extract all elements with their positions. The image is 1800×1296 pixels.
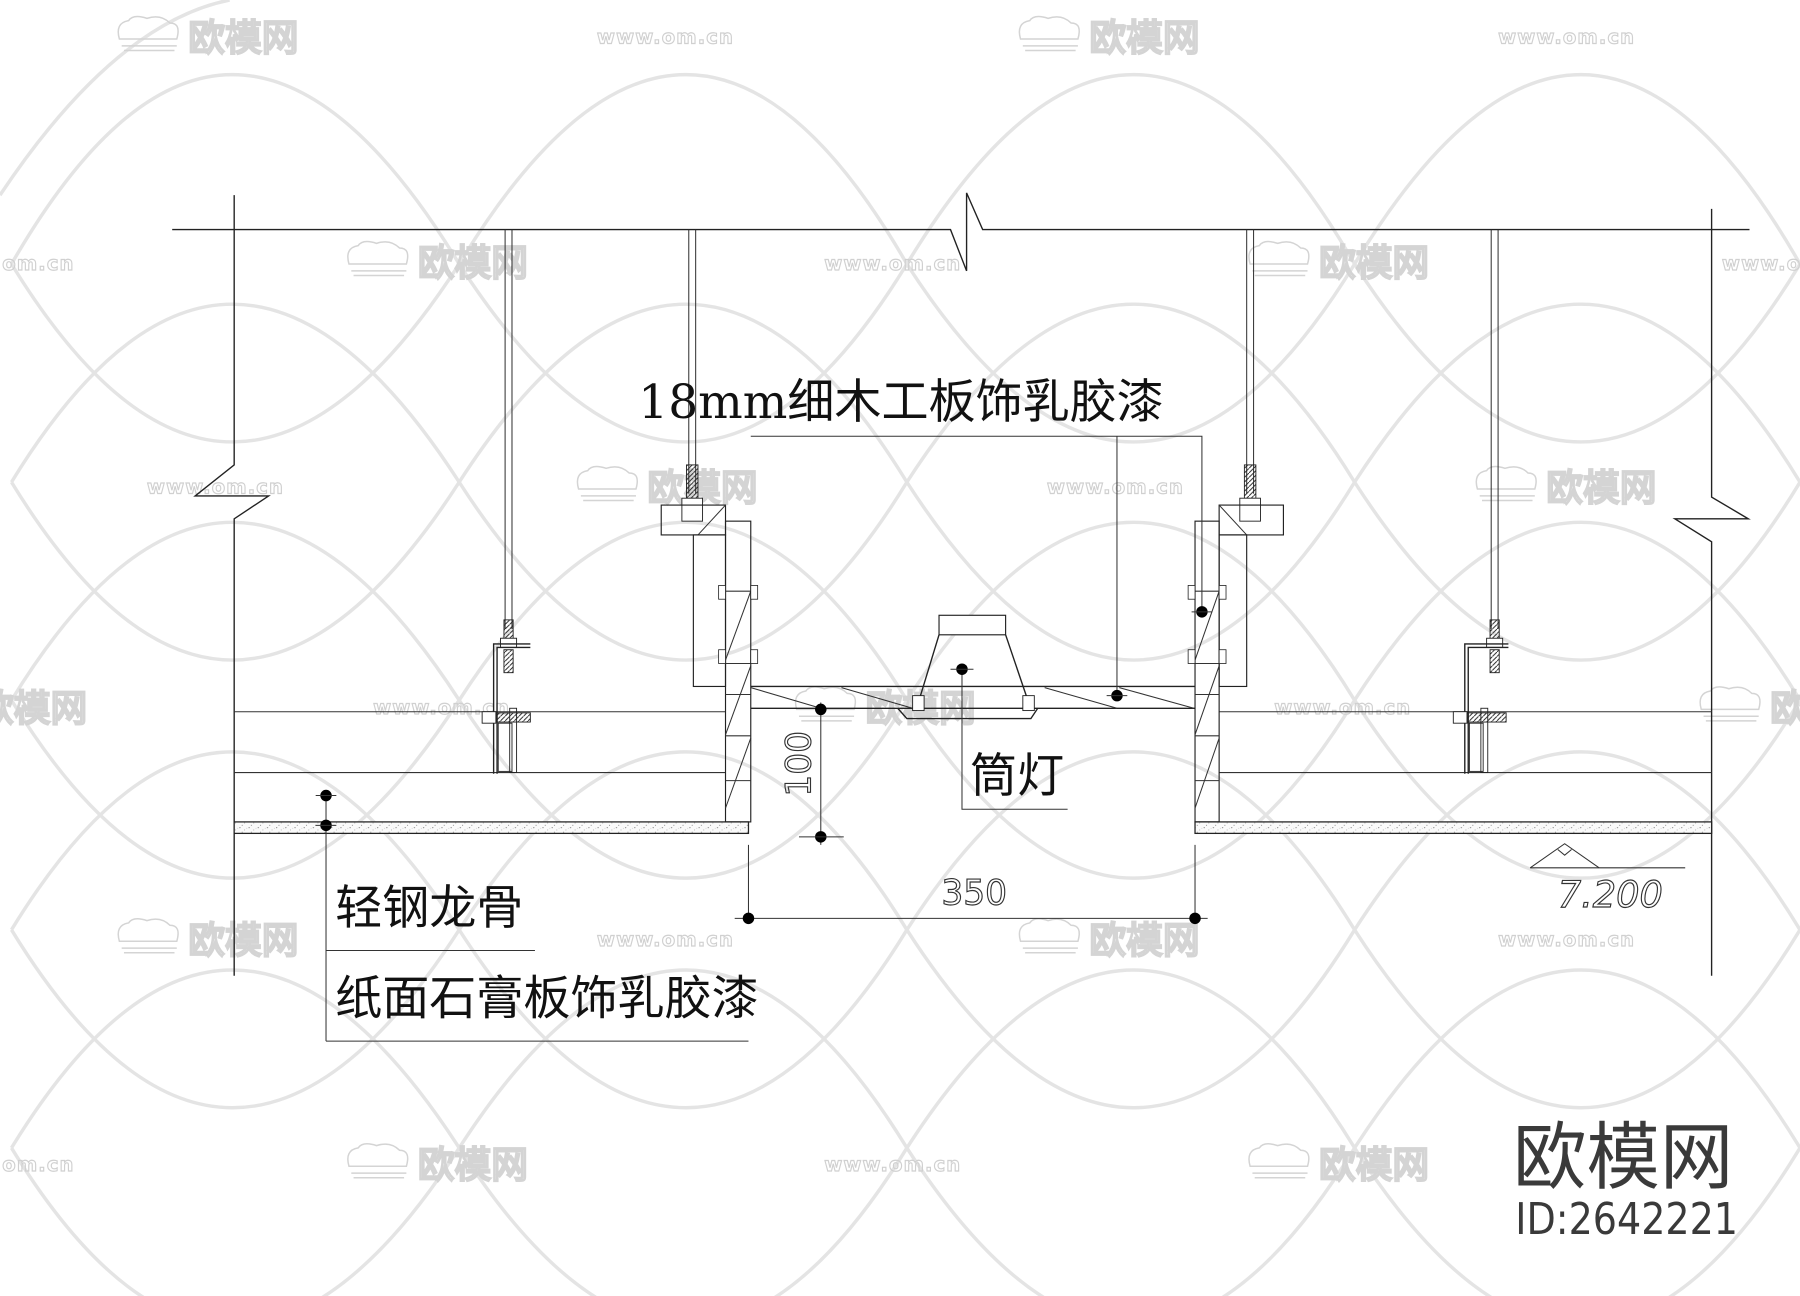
watermark-logos: 欧模网 www.om.cn 欧模网 www.om.cn om.cn 欧模网 ww… xyxy=(0,16,1800,1188)
svg-text:欧模网: 欧模网 xyxy=(1319,1144,1429,1187)
svg-text:欧模网: 欧模网 xyxy=(1319,242,1429,285)
svg-text:欧模网: 欧模网 xyxy=(1089,919,1199,962)
gypsum-material-label: 纸面石膏板饰乳胶漆 xyxy=(335,972,758,1027)
watermark-url: www.om.cn xyxy=(1047,476,1184,499)
dimension-depth-value: 100 xyxy=(779,731,819,797)
svg-text:欧模网: 欧模网 xyxy=(1089,17,1199,60)
watermark-url: www.om.cn xyxy=(1498,928,1635,951)
watermark-logo: 欧模网 xyxy=(1699,686,1800,731)
watermark-logo: 欧模网 xyxy=(1248,1143,1430,1188)
left-wall xyxy=(193,195,271,976)
leader-lines xyxy=(325,435,1203,1042)
watermark-brand: 欧模网 xyxy=(0,687,87,730)
trough-right-bracket xyxy=(1187,464,1284,823)
watermark-logo: 欧模网 xyxy=(117,16,299,60)
watermark-url: www.om.cn xyxy=(1274,696,1411,719)
watermark-logo: 欧模网 xyxy=(1475,466,1657,510)
svg-text:欧模网: 欧模网 xyxy=(418,242,528,285)
watermark-url: om.cn xyxy=(2,252,74,275)
hanger-rods xyxy=(504,229,1499,630)
board-material-label: 18mm细木工板饰乳胶漆 xyxy=(638,375,1163,430)
watermark-logo: 欧模网 xyxy=(1248,241,1430,285)
trough-top-board xyxy=(750,685,1196,709)
structural-slab-line xyxy=(172,192,1750,272)
dimension-width: 350 xyxy=(734,844,1208,925)
watermark-url: www.om.cn xyxy=(597,26,734,49)
watermark-url: www.om.cn xyxy=(1722,252,1800,275)
watermark-url: www.om.cn xyxy=(824,252,961,275)
right-wall xyxy=(1672,208,1751,976)
watermark-url: www.om.cn xyxy=(1498,26,1635,49)
dimension-width-value: 350 xyxy=(941,874,1007,914)
watermark-url: www.om.cn xyxy=(147,476,284,499)
watermark-logo: 欧模网 xyxy=(347,241,529,285)
watermark-url: om.cn xyxy=(2,1153,74,1176)
brand-logo-text: 欧模网 xyxy=(1513,1115,1733,1200)
elevation-marker: 7.200 xyxy=(1529,843,1686,916)
keel-material-label: 轻钢龙骨 xyxy=(335,881,523,936)
watermark-url: www.om.cn xyxy=(597,928,734,951)
watermark-logo: 欧模网 xyxy=(1018,918,1200,963)
svg-text:欧模网: 欧模网 xyxy=(1546,466,1656,509)
hanger-clip-left-outer xyxy=(481,619,531,774)
watermark-url: www.om.cn xyxy=(824,1153,961,1176)
svg-text:欧模网: 欧模网 xyxy=(188,17,298,60)
leader-dots xyxy=(315,606,1213,832)
svg-text:欧模网: 欧模网 xyxy=(418,1144,528,1187)
gypsum-board-right xyxy=(1194,821,1713,835)
gypsum-board-left xyxy=(233,821,750,835)
downlight-fixture xyxy=(897,614,1039,720)
hanger-clip-right-outer xyxy=(1452,619,1509,774)
downlight-label: 筒灯 xyxy=(970,749,1064,804)
watermark-logo: 欧模网 xyxy=(1018,16,1200,60)
elevation-value: 7.200 xyxy=(1558,873,1663,916)
watermark-logo: 欧模网 xyxy=(117,918,299,963)
dimension-depth: 100 xyxy=(779,702,844,845)
svg-text:欧模网: 欧模网 xyxy=(188,919,298,962)
watermark-logo: 欧模网 xyxy=(576,466,758,510)
watermark-logo: 欧模网 xyxy=(347,1143,529,1188)
brand-id-text: ID:2642221 xyxy=(1515,1195,1738,1245)
trough-left-bracket xyxy=(660,464,759,823)
svg-text:欧模网: 欧模网 xyxy=(1770,687,1800,730)
